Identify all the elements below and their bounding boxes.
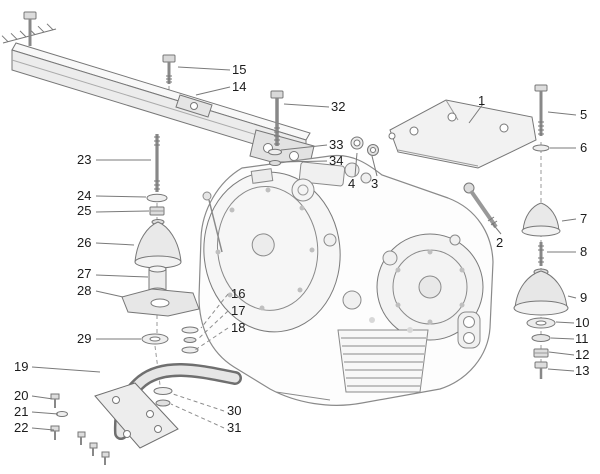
callout-24: 24 — [77, 188, 92, 203]
callout-15: 15 — [232, 62, 247, 77]
callout-10: 10 — [575, 315, 590, 330]
callout-32: 32 — [331, 99, 346, 114]
support-beam — [1, 11, 315, 173]
left-hardware — [121, 54, 284, 407]
callout-14: 14 — [232, 79, 247, 94]
support-arm — [50, 362, 242, 465]
callout-28: 28 — [77, 283, 92, 298]
dashed-leader-lines — [170, 293, 229, 429]
callout-7: 7 — [580, 211, 588, 226]
callout-6: 6 — [580, 140, 588, 155]
callout-31: 31 — [227, 420, 242, 435]
callout-27: 27 — [77, 266, 92, 281]
callout-21: 21 — [14, 404, 29, 419]
right-bracket-hardware — [350, 84, 569, 379]
callout-5: 5 — [580, 107, 588, 122]
callout-2: 2 — [496, 235, 504, 250]
callout-20: 20 — [14, 388, 29, 403]
callout-3: 3 — [371, 176, 379, 191]
callout-26: 26 — [77, 235, 92, 250]
leader-lines — [31, 66, 577, 431]
callout-12: 12 — [575, 347, 590, 362]
callout-17: 17 — [231, 303, 246, 318]
callout-19: 19 — [14, 359, 29, 374]
callout-33: 33 — [329, 137, 344, 152]
callout-16: 16 — [231, 286, 246, 301]
callout-25: 25 — [77, 203, 92, 218]
callout-22: 22 — [14, 420, 29, 435]
callout-13: 13 — [575, 363, 590, 378]
callout-8: 8 — [580, 244, 588, 259]
callout-4: 4 — [348, 176, 356, 191]
callout-29: 29 — [77, 331, 92, 346]
callout-30: 30 — [227, 403, 242, 418]
callout-34: 34 — [329, 153, 344, 168]
callout-9: 9 — [580, 290, 588, 305]
callout-1: 1 — [478, 93, 486, 108]
callout-18: 18 — [231, 320, 246, 335]
callout-23: 23 — [77, 152, 92, 167]
engine-block — [198, 154, 494, 406]
callout-11: 11 — [575, 331, 589, 346]
